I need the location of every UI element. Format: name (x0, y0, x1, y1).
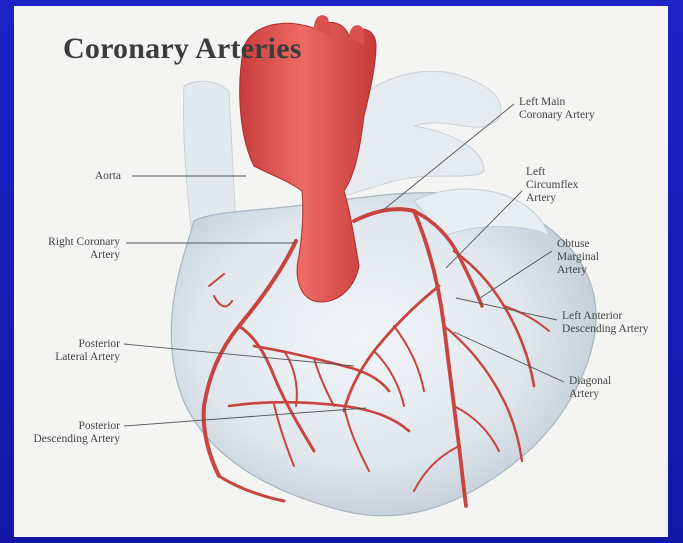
label-right-coronary-artery: Right Coronary Artery (48, 236, 120, 262)
diagram-panel: Coronary Arteries Aorta Right Coronary A… (14, 6, 668, 537)
label-posterior-lateral-artery: Posterior Lateral Artery (44, 338, 120, 364)
label-diagonal-artery: Diagonal Artery (569, 375, 639, 401)
label-left-anterior-descending-artery: Left Anterior Descending Artery (562, 310, 662, 336)
label-left-main-coronary-artery: Left Main Coronary Artery (519, 96, 599, 122)
label-aorta: Aorta (56, 170, 121, 183)
label-posterior-descending-artery: Posterior Descending Artery (28, 420, 120, 446)
label-left-circumflex-artery: Left Circumflex Artery (526, 166, 596, 205)
superior-vena-cava (183, 81, 236, 234)
label-obtuse-marginal-artery: Obtuse Marginal Artery (557, 238, 627, 277)
diagram-title: Coronary Arteries (63, 33, 302, 65)
